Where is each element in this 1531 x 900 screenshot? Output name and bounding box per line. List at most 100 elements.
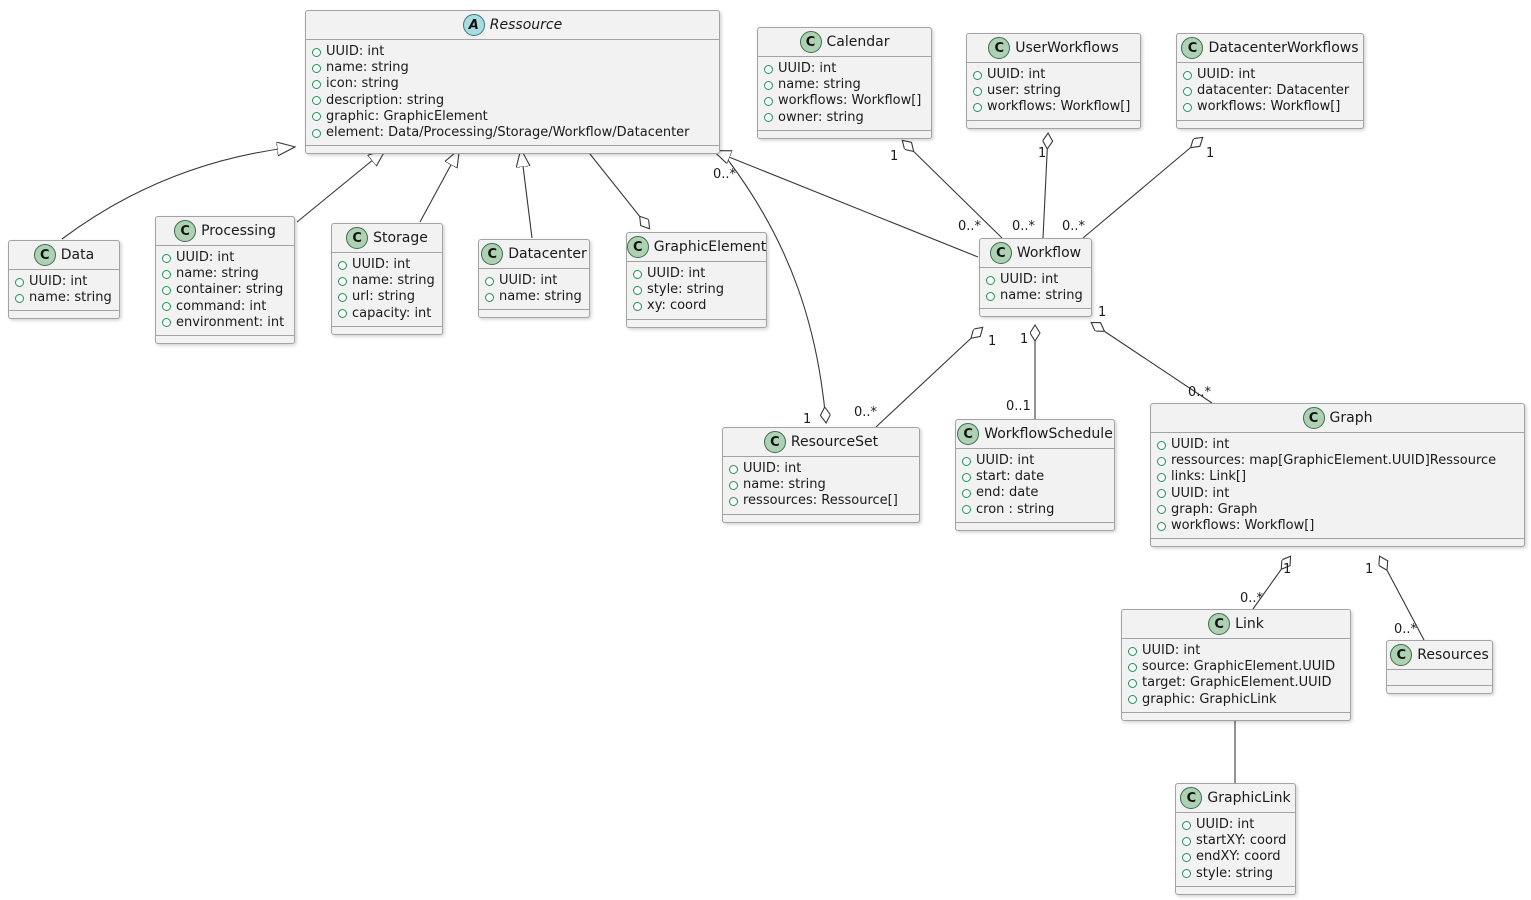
attribute-text: UUID: int [778, 61, 837, 76]
field-visibility-icon [1128, 662, 1137, 672]
field-visibility-icon [1182, 836, 1191, 846]
field-visibility-icon [962, 472, 971, 482]
attribute-row: UUID: int [1183, 67, 1355, 83]
class-kind-icon: C [174, 220, 197, 242]
field-visibility-icon [764, 64, 773, 74]
field-visibility-icon [312, 47, 321, 57]
attribute-text: name: string [326, 60, 409, 76]
attribute-text: UUID: int [326, 44, 385, 59]
field-visibility-icon [1128, 646, 1137, 656]
field-visibility-icon [1182, 820, 1191, 830]
field-visibility-icon [338, 260, 347, 270]
field-visibility-icon [764, 80, 773, 90]
attribute-text: datacenter: Datacenter [1197, 83, 1350, 99]
attribute-row: icon: string [312, 76, 711, 92]
attribute-row: ressources: Ressource[] [729, 493, 911, 509]
class-methods-compartment [980, 309, 1091, 316]
field-visibility-icon [986, 291, 995, 301]
class-name: Calendar [826, 34, 890, 50]
class-methods-compartment [956, 523, 1114, 530]
attribute-row: UUID: int [1157, 486, 1516, 502]
attribute-text: endXY: coord [1196, 849, 1281, 865]
attribute-text: capacity: int [352, 305, 432, 321]
class-kind-icon: A [462, 14, 485, 36]
attribute-text: graph: Graph [1171, 501, 1258, 517]
field-visibility-icon [1157, 505, 1166, 515]
field-visibility-icon [962, 505, 971, 515]
attribute-text: end: date [976, 485, 1039, 501]
attribute-row: workflows: Workflow[] [764, 93, 923, 109]
attribute-row: name: string [312, 60, 711, 76]
attribute-row: workflows: Workflow[] [973, 99, 1132, 115]
class-kind-icon: C [957, 423, 980, 445]
field-visibility-icon [1183, 86, 1192, 96]
field-visibility-icon [973, 70, 982, 80]
field-visibility-icon [633, 269, 642, 279]
class-name: Workflow [1016, 245, 1082, 261]
class-kind-icon: C [1181, 37, 1204, 59]
attribute-text: UUID: int [1142, 643, 1201, 658]
attribute-row: capacity: int [338, 306, 434, 322]
attribute-text: workflows: Workflow[] [987, 99, 1131, 115]
class-name: ResourceSet [790, 434, 879, 450]
class-kind-icon: C [763, 431, 786, 453]
class-title: C Processing [156, 217, 294, 246]
field-visibility-icon [162, 302, 171, 312]
class-methods-compartment [1387, 686, 1492, 693]
attribute-row: source: GraphicElement.UUID [1128, 659, 1342, 675]
class-name: GraphicLink [1207, 790, 1291, 806]
attribute-row: owner: string [764, 110, 923, 126]
class-kind-icon: C [989, 242, 1012, 264]
attribute-text: UUID: int [499, 273, 558, 288]
class-name: Graph [1329, 410, 1373, 426]
field-visibility-icon [312, 80, 321, 89]
field-visibility-icon [1157, 456, 1166, 466]
class-name: Resources [1417, 647, 1489, 663]
attribute-text: environment: int [176, 314, 285, 330]
attribute-text: name: string [176, 266, 259, 282]
class-methods-compartment [1151, 539, 1524, 546]
field-visibility-icon [162, 286, 171, 295]
attribute-text: xy: coord [647, 298, 707, 314]
class-attributes [1387, 670, 1492, 686]
class-title: C Link [1122, 610, 1350, 639]
attribute-row: UUID: int [1182, 817, 1287, 833]
attribute-row: UUID: int [986, 272, 1083, 288]
field-visibility-icon [729, 480, 738, 490]
attribute-text: UUID: int [987, 67, 1046, 82]
attribute-row: style: string [633, 282, 758, 298]
attribute-text: UUID: int [1171, 485, 1230, 501]
attribute-row: target: GraphicElement.UUID [1128, 675, 1342, 691]
class-kind-icon: C [1208, 613, 1231, 635]
attribute-text: name: string [743, 477, 826, 493]
class-kind-icon: C [626, 236, 649, 258]
attribute-row: startXY: coord [1182, 833, 1287, 849]
attribute-row: description: string [312, 93, 711, 109]
attribute-text: UUID: int [647, 266, 706, 281]
attribute-row: name: string [986, 288, 1083, 304]
class-title: C ResourceSet [723, 428, 919, 457]
field-visibility-icon [338, 293, 347, 302]
class-title: C Datacenter [479, 240, 589, 269]
class-name: Storage [373, 230, 428, 246]
attribute-text: source: GraphicElement.UUID [1142, 659, 1336, 675]
attribute-row: name: string [764, 77, 923, 93]
class-title: C Data [9, 241, 119, 270]
field-visibility-icon [312, 96, 321, 106]
class-methods-compartment [306, 146, 719, 153]
class-name: UserWorkflows [1015, 40, 1119, 56]
class-kind-icon: C [1180, 787, 1203, 809]
attribute-row: ressources: map[GraphicElement.UUID]Ress… [1157, 453, 1516, 469]
attribute-row: end: date [962, 485, 1106, 501]
attribute-text: name: string [352, 273, 435, 289]
